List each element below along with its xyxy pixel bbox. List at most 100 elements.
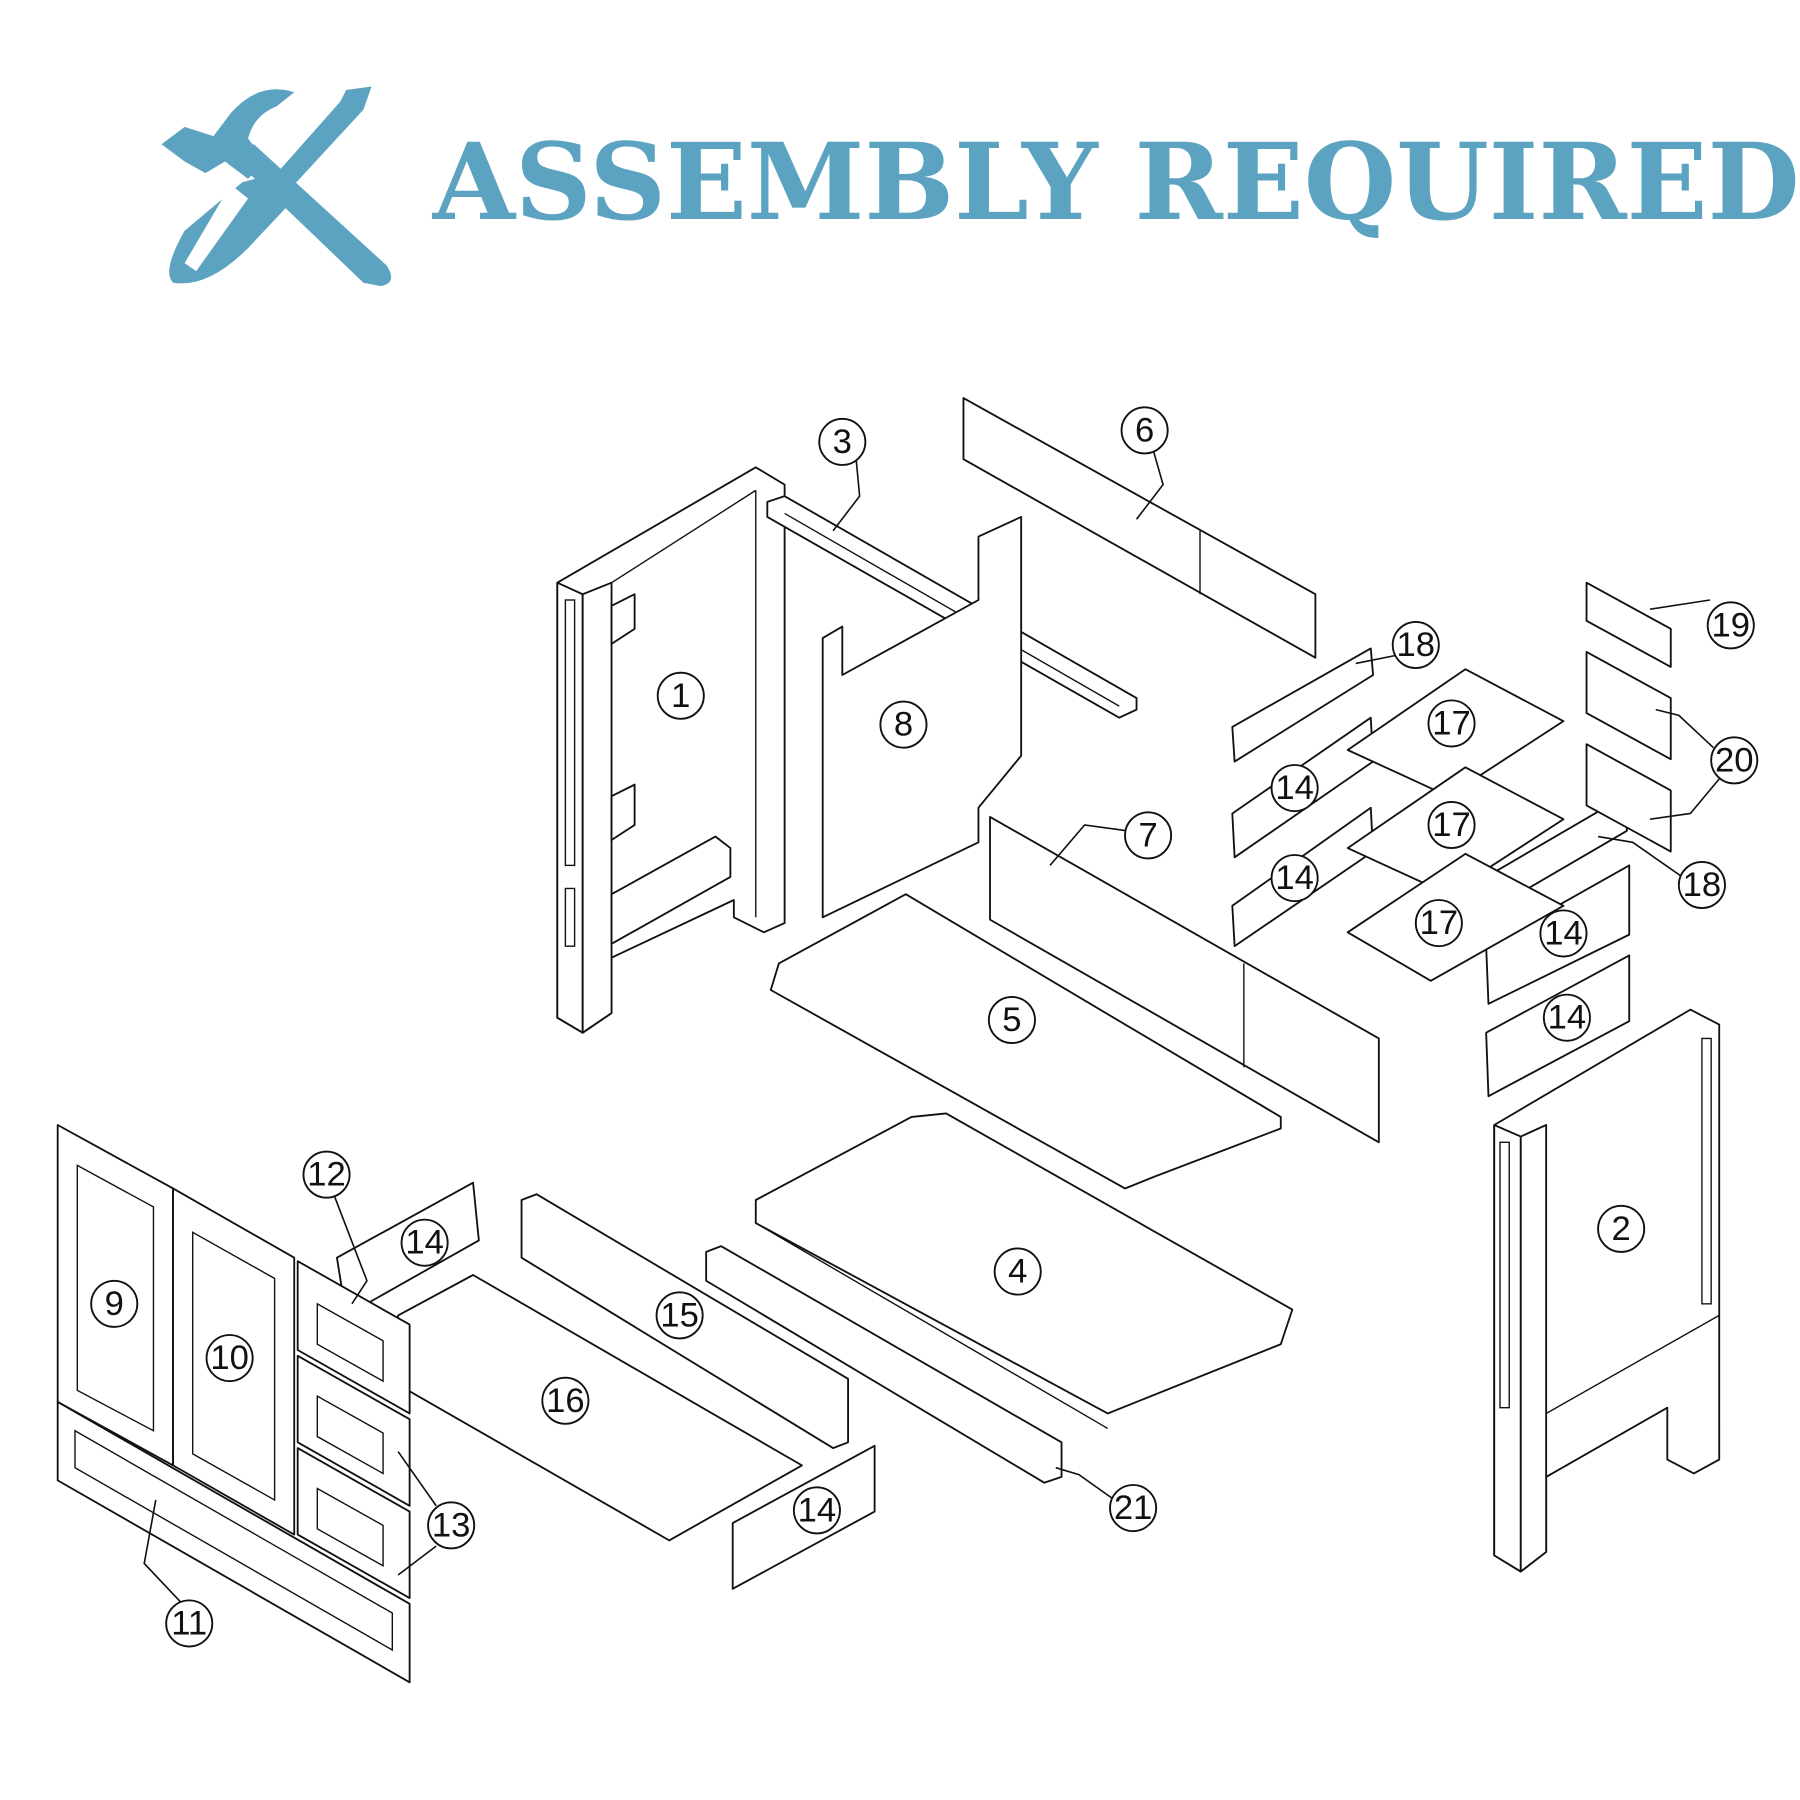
part-callout-14: 14 xyxy=(400,1218,449,1267)
callout-number: 9 xyxy=(105,1285,124,1323)
callout-circle xyxy=(90,1279,139,1328)
part-callout-11: 11 xyxy=(165,1599,214,1648)
part-callout-5: 5 xyxy=(987,995,1036,1044)
callout-number: 14 xyxy=(1275,859,1314,897)
part-callout-6: 6 xyxy=(1120,406,1169,455)
part-callout-2: 2 xyxy=(1597,1204,1646,1253)
callout-number: 14 xyxy=(1544,914,1583,952)
callout-number: 17 xyxy=(1432,704,1471,742)
part-6-back-rail xyxy=(962,397,1317,659)
callout-number: 2 xyxy=(1612,1210,1631,1248)
callout-circle xyxy=(1124,811,1173,860)
callout-circle xyxy=(987,995,1036,1044)
callout-circle xyxy=(879,700,928,749)
callout-number: 5 xyxy=(1002,1001,1021,1039)
page-title: ASSEMBLY REQUIRED xyxy=(432,120,1800,245)
callout-circle xyxy=(1706,601,1755,650)
part-callout-9: 9 xyxy=(90,1279,139,1328)
part-callout-16: 16 xyxy=(541,1376,590,1425)
part-7-back-panel xyxy=(989,816,1380,1144)
part-callout-18: 18 xyxy=(1677,860,1726,909)
cabinet-parts xyxy=(56,397,1721,1684)
part-callout-14: 14 xyxy=(1539,909,1588,958)
callout-number: 18 xyxy=(1397,626,1436,664)
part-20-drawer-back xyxy=(1585,743,1672,853)
part-callout-1: 1 xyxy=(656,671,705,720)
callout-number: 3 xyxy=(833,423,852,461)
part-callout-19: 19 xyxy=(1706,601,1755,650)
callout-number: 7 xyxy=(1138,816,1157,854)
callout-number: 20 xyxy=(1715,741,1754,779)
callout-circle xyxy=(1597,1204,1646,1253)
part-callout-4: 4 xyxy=(993,1247,1042,1296)
part-12-13-drawer-fronts xyxy=(296,1260,411,1599)
callout-circle xyxy=(993,1247,1042,1296)
part-callout-17: 17 xyxy=(1427,699,1476,748)
hammer-screwdriver-icon xyxy=(161,86,392,287)
callout-circle xyxy=(1391,620,1440,669)
callout-number: 18 xyxy=(1683,866,1722,904)
part-5-shelf xyxy=(769,893,1282,1190)
callout-number: 16 xyxy=(546,1382,585,1420)
callout-circle xyxy=(818,417,867,466)
callout-circle xyxy=(1427,699,1476,748)
part-callout-14: 14 xyxy=(1270,764,1319,813)
callout-number: 17 xyxy=(1420,904,1459,942)
part-1-left-side xyxy=(556,466,786,1034)
part-callout-10: 10 xyxy=(205,1334,254,1383)
callout-number: 8 xyxy=(894,706,913,744)
callout-number: 14 xyxy=(1548,999,1587,1037)
callout-number: 14 xyxy=(1275,769,1314,807)
part-callout-14: 14 xyxy=(1542,993,1591,1042)
callout-circle xyxy=(541,1376,590,1425)
callout-circle xyxy=(400,1218,449,1267)
callout-number: 11 xyxy=(171,1604,207,1642)
callout-number: 4 xyxy=(1008,1253,1027,1291)
part-callout-17: 17 xyxy=(1414,899,1463,948)
leader-lines xyxy=(143,452,1720,1605)
callout-circle xyxy=(655,1291,704,1340)
part-callout-21: 21 xyxy=(1109,1484,1158,1533)
callout-number: 1 xyxy=(671,677,690,715)
callout-circle xyxy=(427,1501,476,1550)
callout-circle xyxy=(302,1150,351,1199)
callout-circle xyxy=(792,1486,841,1535)
callout-number: 14 xyxy=(405,1224,444,1262)
part-3-rail xyxy=(766,495,1138,719)
callout-number: 15 xyxy=(660,1296,699,1334)
callout-circle xyxy=(1270,764,1319,813)
part-21-rail xyxy=(705,1245,1063,1484)
part-callout-20: 20 xyxy=(1710,736,1759,785)
callout-circle xyxy=(205,1334,254,1383)
part-callout-17: 17 xyxy=(1427,800,1476,849)
callout-circle xyxy=(1270,854,1319,903)
part-callout-18: 18 xyxy=(1391,620,1440,669)
part-19-drawer-back xyxy=(1585,581,1672,668)
callout-circle xyxy=(1414,899,1463,948)
part-callout-14: 14 xyxy=(1270,854,1319,903)
callout-number: 10 xyxy=(210,1339,249,1377)
part-2-right-side xyxy=(1493,1008,1721,1573)
callout-number: 14 xyxy=(798,1491,836,1529)
callout-number: 21 xyxy=(1114,1489,1153,1527)
callout-number: 12 xyxy=(307,1156,346,1194)
part-callout-8: 8 xyxy=(879,700,928,749)
callout-number: 6 xyxy=(1135,411,1154,449)
part-callout-7: 7 xyxy=(1124,811,1173,860)
part-callout-15: 15 xyxy=(655,1291,704,1340)
part-callout-3: 3 xyxy=(818,417,867,466)
callout-circle xyxy=(1539,909,1588,958)
callout-number: 13 xyxy=(432,1506,471,1544)
part-callout-12: 12 xyxy=(302,1150,351,1199)
part-11-bottom-rail xyxy=(56,1401,411,1684)
callout-number: 17 xyxy=(1432,806,1471,844)
part-callout-13: 13 xyxy=(427,1501,476,1550)
callout-circle xyxy=(1120,406,1169,455)
callout-circle xyxy=(656,671,705,720)
callout-circle xyxy=(1677,860,1726,909)
part-14-side xyxy=(1231,647,1374,763)
part-callout-14: 14 xyxy=(792,1486,841,1535)
part-20-drawer-back xyxy=(1585,651,1672,761)
callout-circle xyxy=(165,1599,214,1648)
